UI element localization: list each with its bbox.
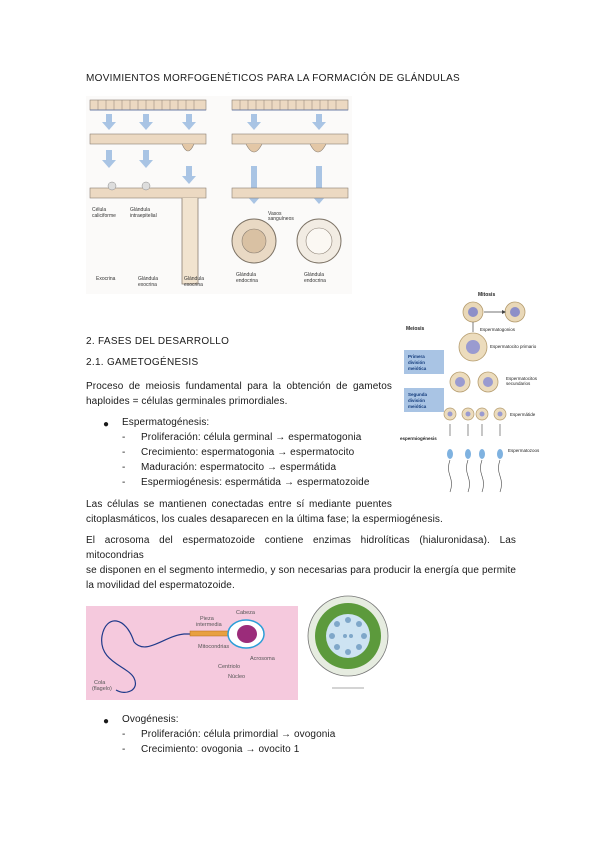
ovogenesis-title: Ovogénesis: <box>122 714 179 725</box>
dash-marker: - <box>122 432 126 443</box>
label-primera-division-2: división <box>408 360 425 365</box>
label-cola-1: Cola <box>94 680 106 686</box>
paragraph-line: El acrosoma del espermatozoide contiene … <box>86 535 516 561</box>
flagellum-cross-section-figure <box>302 584 394 700</box>
segunda-division-box <box>404 388 444 412</box>
label-espermatocitos-secundarios-1: Espermatocitos <box>506 376 538 381</box>
label-cabeza: Cabeza <box>236 610 256 616</box>
dash-marker: - <box>122 477 126 488</box>
label-glandula-intraepitelial-2: intraepitelial <box>130 213 157 219</box>
label-glandula-endocrina-1b: endocrina <box>236 278 258 284</box>
paragraph-line: Las células se mantienen conectadas entr… <box>86 499 392 510</box>
list-item: Espermiogénesis: espermátida → espermato… <box>141 477 370 488</box>
label-espermatogonios: Espermatogonios <box>480 327 516 332</box>
epithelium-row-left <box>89 99 207 111</box>
label-mitocondrias: Mitocondrias <box>198 644 229 650</box>
paragraph-line: la movilidad del espermatozoide. <box>86 580 235 591</box>
label-glandula-exocrina-1: Glándula <box>138 276 158 282</box>
dash-marker: - <box>122 462 126 473</box>
list-item: Crecimiento: ovogonia → ovocito 1 <box>141 744 300 755</box>
label-segunda-division-1: Segunda <box>408 392 427 397</box>
page-title: MOVIMIENTOS MORFOGENÉTICOS PARA LA FORMA… <box>86 73 461 84</box>
meiosis-figure: Mitosis Meiosis Espermatogonios Espermat… <box>398 290 552 502</box>
label-glandula-exocrina-2b: exocrina <box>184 282 203 288</box>
section-heading-2-1: 2.1. GAMETOGÉNESIS <box>86 357 199 368</box>
label-espermatocito-primario: Espermatocito primario <box>490 344 537 349</box>
label-espermatozoos: Espermatozoos <box>508 448 540 453</box>
bullet-dot: ● <box>103 716 110 727</box>
label-vasos: Vasos <box>268 211 282 217</box>
dash-marker: - <box>122 729 126 740</box>
label-primera-division-3: meiótica <box>408 366 427 371</box>
label-glandula-exocrina-2: Glándula <box>184 276 204 282</box>
list-item: Proliferación: célula germinal → esperma… <box>141 432 362 443</box>
label-pieza-intermedia-1: Pieza <box>200 616 215 622</box>
section-heading-2: 2. FASES DEL DESARROLLO <box>86 336 230 347</box>
gland-formation-figure: Célula caliciforme Glándula intraepiteli… <box>86 96 352 294</box>
paragraph-meiosis: Proceso de meiosis fundamental para la o… <box>86 379 392 409</box>
label-nucleo: Núcleo <box>228 674 245 680</box>
label-glandula-intraepitelial: Glándula <box>130 207 150 213</box>
paragraph-acrosoma: El acrosoma del espermatozoide contiene … <box>86 533 516 593</box>
label-meiosis: Meiosis <box>406 326 425 332</box>
label-glandula-endocrina-2b: endocrina <box>304 278 326 284</box>
list-item: Proliferación: célula primordial → ovogo… <box>141 729 336 740</box>
dash-marker: - <box>122 744 126 755</box>
label-espermatocitos-secundarios-2: secundarios <box>506 381 531 386</box>
paragraph-line: Proceso de meiosis fundamental para la o… <box>86 381 392 392</box>
label-celula-caliciforme: Célula <box>92 207 106 213</box>
label-vasos-2: sanguíneos <box>268 216 294 222</box>
label-segunda-division-3: meiótica <box>408 404 427 409</box>
list-item: Crecimiento: espermatogonia → espermatoc… <box>141 447 355 458</box>
label-mitosis: Mitosis <box>478 292 495 298</box>
epithelium-row-right <box>231 99 349 111</box>
label-segunda-division-2: división <box>408 398 425 403</box>
label-exocrina: Exocrina <box>96 276 116 282</box>
paragraph-puentes: Las células se mantienen conectadas entr… <box>86 497 506 527</box>
paragraph-line: se disponen en el segmento intermedio, y… <box>86 565 516 576</box>
list-item: Maduración: espermatocito → espermátida <box>141 462 337 473</box>
paragraph-line: citoplasmáticos, los cuales desaparecen … <box>86 514 443 525</box>
bullet-dot: ● <box>103 419 110 430</box>
label-cola-2: (flagelo) <box>92 686 112 692</box>
label-glandula-exocrina-1b: exocrina <box>138 282 157 288</box>
label-primera-division-1: Primera <box>408 354 425 359</box>
paragraph-line: haploides = células germinales primordia… <box>86 396 288 407</box>
label-acrosoma: Acrosoma <box>250 656 276 662</box>
espermatogenesis-title: Espermatogénesis: <box>122 417 210 428</box>
label-glandula-endocrina-1: Glándula <box>236 272 256 278</box>
dash-marker: - <box>122 447 126 458</box>
sperm-structure-figure: Cabeza Pieza intermedia Mitocondrias Acr… <box>86 606 298 700</box>
label-glandula-endocrina-2: Glándula <box>304 272 324 278</box>
label-celula-caliciforme-2: caliciforme <box>92 213 116 219</box>
label-pieza-intermedia-2: intermedia <box>196 622 223 628</box>
label-espermatide: Espermátide <box>510 412 536 417</box>
label-espermiogenesis: espermiogénesis <box>400 436 437 441</box>
primera-division-box <box>404 350 444 374</box>
label-centriolo: Centriolo <box>218 664 240 670</box>
